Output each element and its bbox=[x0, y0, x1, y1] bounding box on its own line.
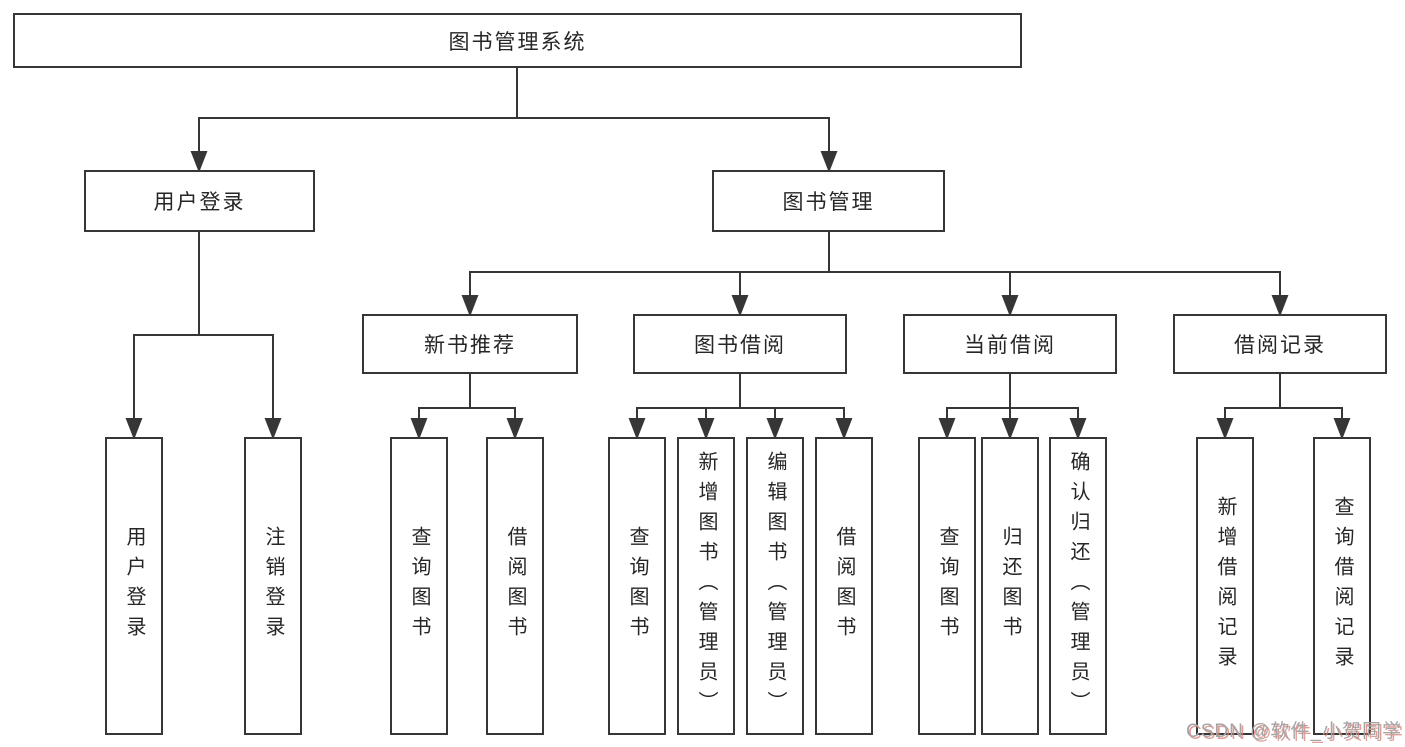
connectors-book-borrowing-branch bbox=[628, 374, 853, 440]
node-borrowing-records: 借阅记录 bbox=[1173, 314, 1387, 374]
node-borrowing-query-books: 查询图书 bbox=[608, 437, 666, 735]
arrowhead bbox=[628, 418, 646, 440]
connectors-user-login-branch bbox=[125, 232, 282, 440]
node-library-system-label: 图书管理系统 bbox=[448, 30, 587, 54]
node-current-borrowing: 当前借阅 bbox=[903, 314, 1117, 374]
arrowhead bbox=[1001, 295, 1019, 317]
node-current-query-books: 查询图书 bbox=[918, 437, 976, 735]
node-book-borrowing: 图书借阅 bbox=[633, 314, 847, 374]
node-borrowing-add-books-admin: 新增图书（管理员） bbox=[677, 437, 735, 735]
node-borrowing-add-books-admin-label: 新增图书（管理员） bbox=[695, 451, 717, 721]
node-library-system: 图书管理系统 bbox=[13, 13, 1022, 68]
connectors-new-book-branch bbox=[410, 374, 524, 440]
arrowhead bbox=[1271, 295, 1289, 317]
node-new-book-recommendation-label: 新书推荐 bbox=[424, 334, 516, 357]
node-user-login-action-label: 用户登录 bbox=[123, 526, 145, 646]
node-current-return-books: 归还图书 bbox=[981, 437, 1039, 735]
node-logout-action: 注销登录 bbox=[244, 437, 302, 735]
node-user-login-label: 用户登录 bbox=[153, 191, 246, 214]
connectors-borrowing-records-branch bbox=[1216, 374, 1351, 440]
node-book-management-label: 图书管理 bbox=[782, 191, 875, 214]
arrowhead bbox=[731, 295, 749, 317]
node-borrowing-query-books-label: 查询图书 bbox=[626, 526, 648, 646]
node-recommend-borrow-books: 借阅图书 bbox=[486, 437, 544, 735]
arrowhead bbox=[1333, 418, 1351, 440]
arrowhead bbox=[125, 418, 143, 440]
arrowhead bbox=[461, 295, 479, 317]
node-current-query-books-label: 查询图书 bbox=[936, 526, 958, 646]
arrowhead bbox=[1216, 418, 1234, 440]
arrowhead bbox=[697, 418, 715, 440]
node-borrowing-borrow-books-label: 借阅图书 bbox=[833, 526, 855, 646]
node-current-confirm-return-admin-label: 确认归还（管理员） bbox=[1067, 451, 1089, 721]
node-user-login-action: 用户登录 bbox=[105, 437, 163, 735]
connectors-book-management-to-level3 bbox=[461, 232, 1289, 317]
arrowhead bbox=[506, 418, 524, 440]
node-book-borrowing-label: 图书借阅 bbox=[694, 334, 786, 357]
node-records-add-record-label: 新增借阅记录 bbox=[1214, 496, 1236, 676]
node-borrowing-borrow-books: 借阅图书 bbox=[815, 437, 873, 735]
node-recommend-query-books: 查询图书 bbox=[390, 437, 448, 735]
csdn-watermark: CSDN @软件_小贺同学 bbox=[1186, 721, 1402, 742]
node-recommend-borrow-books-label: 借阅图书 bbox=[504, 526, 526, 646]
connectors-current-borrowing-branch bbox=[938, 374, 1087, 440]
node-borrowing-records-label: 借阅记录 bbox=[1234, 334, 1326, 357]
node-user-login: 用户登录 bbox=[84, 170, 315, 232]
arrowhead bbox=[1001, 418, 1019, 440]
arrowhead bbox=[766, 418, 784, 440]
node-new-book-recommendation: 新书推荐 bbox=[362, 314, 578, 374]
arrowhead bbox=[410, 418, 428, 440]
arrowhead bbox=[190, 151, 208, 173]
arrowhead bbox=[835, 418, 853, 440]
node-current-confirm-return-admin: 确认归还（管理员） bbox=[1049, 437, 1107, 735]
connectors-root-to-level2 bbox=[190, 68, 838, 173]
node-logout-action-label: 注销登录 bbox=[262, 526, 284, 646]
node-records-add-record: 新增借阅记录 bbox=[1196, 437, 1254, 735]
arrowhead bbox=[938, 418, 956, 440]
arrowhead bbox=[1069, 418, 1087, 440]
node-records-query-record: 查询借阅记录 bbox=[1313, 437, 1371, 735]
node-recommend-query-books-label: 查询图书 bbox=[408, 526, 430, 646]
node-book-management: 图书管理 bbox=[712, 170, 945, 232]
node-borrowing-edit-books-admin-label: 编辑图书（管理员） bbox=[764, 451, 786, 721]
node-current-return-books-label: 归还图书 bbox=[999, 526, 1021, 646]
node-borrowing-edit-books-admin: 编辑图书（管理员） bbox=[746, 437, 804, 735]
node-records-query-record-label: 查询借阅记录 bbox=[1331, 496, 1353, 676]
node-current-borrowing-label: 当前借阅 bbox=[964, 334, 1056, 357]
arrowhead bbox=[820, 151, 838, 173]
arrowhead bbox=[264, 418, 282, 440]
